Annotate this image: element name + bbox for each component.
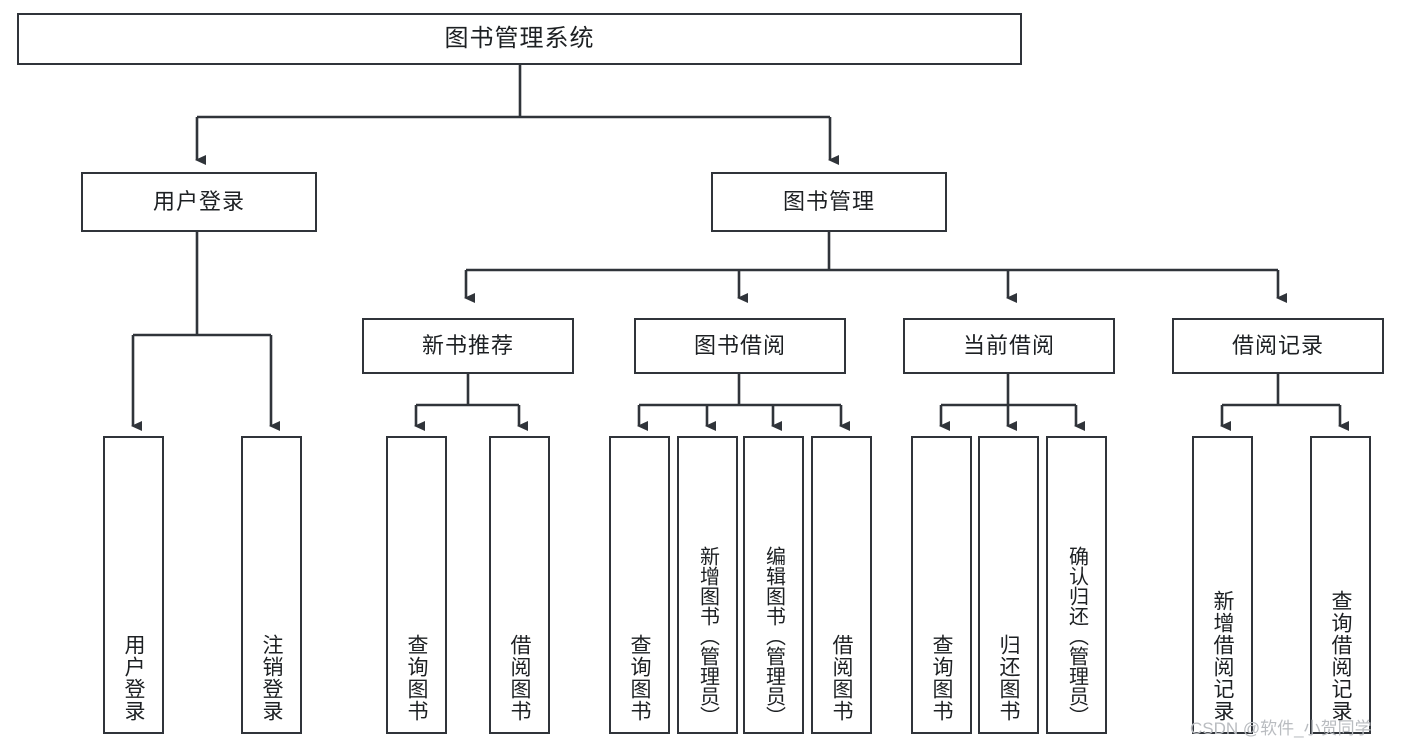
node-leaf-query-book-3-label: 查询图书 [930,634,953,722]
node-leaf-edit-book[interactable]: 编辑图书（管理员） [743,436,804,734]
node-leaf-return-book-label: 归还图书 [997,634,1020,722]
node-leaf-query-book-1[interactable]: 查询图书 [386,436,447,734]
node-leaf-borrow-book-2[interactable]: 借阅图书 [811,436,872,734]
node-leaf-logout-login[interactable]: 注销登录 [241,436,302,734]
vtext-wrap: 新增借阅记录 [1194,444,1251,722]
vtext-wrap: 注销登录 [243,444,300,722]
node-leaf-user-login[interactable]: 用户登录 [103,436,164,734]
node-current-borrow[interactable]: 当前借阅 [903,318,1115,374]
node-book-borrow-label: 图书借阅 [693,332,786,358]
node-leaf-query-book-2-label: 查询图书 [628,634,651,722]
node-leaf-add-record[interactable]: 新增借阅记录 [1192,436,1253,734]
vtext-wrap: 查询借阅记录 [1312,444,1369,722]
node-borrow-record-label: 借阅记录 [1231,332,1324,358]
node-leaf-add-book-label: 新增图书（管理员） [696,546,719,726]
vtext-wrap: 查询图书 [611,444,668,722]
vtext-wrap: 借阅图书 [813,444,870,722]
vtext-wrap: 编辑图书（管理员） [745,444,802,726]
node-leaf-user-login-label: 用户登录 [122,634,145,722]
node-root[interactable]: 图书管理系统 [17,13,1022,65]
node-leaf-borrow-book-1-label: 借阅图书 [508,634,531,722]
vtext-wrap: 借阅图书 [491,444,548,722]
node-new-book-recommend-label: 新书推荐 [421,332,514,358]
node-leaf-confirm-return-label: 确认归还（管理员） [1065,546,1088,726]
node-leaf-query-record[interactable]: 查询借阅记录 [1310,436,1371,734]
node-leaf-edit-book-label: 编辑图书（管理员） [762,546,785,726]
vtext-wrap: 用户登录 [105,444,162,722]
node-leaf-borrow-book-2-label: 借阅图书 [830,634,853,722]
node-leaf-borrow-book-1[interactable]: 借阅图书 [489,436,550,734]
node-book-borrow[interactable]: 图书借阅 [634,318,846,374]
node-leaf-query-book-2[interactable]: 查询图书 [609,436,670,734]
node-leaf-add-book[interactable]: 新增图书（管理员） [677,436,738,734]
node-leaf-add-record-label: 新增借阅记录 [1211,590,1234,722]
node-leaf-confirm-return[interactable]: 确认归还（管理员） [1046,436,1107,734]
node-leaf-query-record-label: 查询借阅记录 [1329,590,1352,722]
node-current-borrow-label: 当前借阅 [962,332,1055,358]
node-new-book-recommend[interactable]: 新书推荐 [362,318,574,374]
vtext-wrap: 确认归还（管理员） [1048,444,1105,726]
node-leaf-query-book-3[interactable]: 查询图书 [911,436,972,734]
node-leaf-return-book[interactable]: 归还图书 [978,436,1039,734]
vtext-wrap: 归还图书 [980,444,1037,722]
node-user-login[interactable]: 用户登录 [81,172,317,232]
node-user-login-label: 用户登录 [152,188,245,214]
node-root-label: 图书管理系统 [444,24,595,52]
node-leaf-logout-login-label: 注销登录 [260,634,283,722]
vtext-wrap: 查询图书 [388,444,445,722]
vtext-wrap: 查询图书 [913,444,970,722]
node-book-manage[interactable]: 图书管理 [711,172,947,232]
node-borrow-record[interactable]: 借阅记录 [1172,318,1384,374]
node-book-manage-label: 图书管理 [782,188,875,214]
node-leaf-query-book-1-label: 查询图书 [405,634,428,722]
vtext-wrap: 新增图书（管理员） [679,444,736,726]
